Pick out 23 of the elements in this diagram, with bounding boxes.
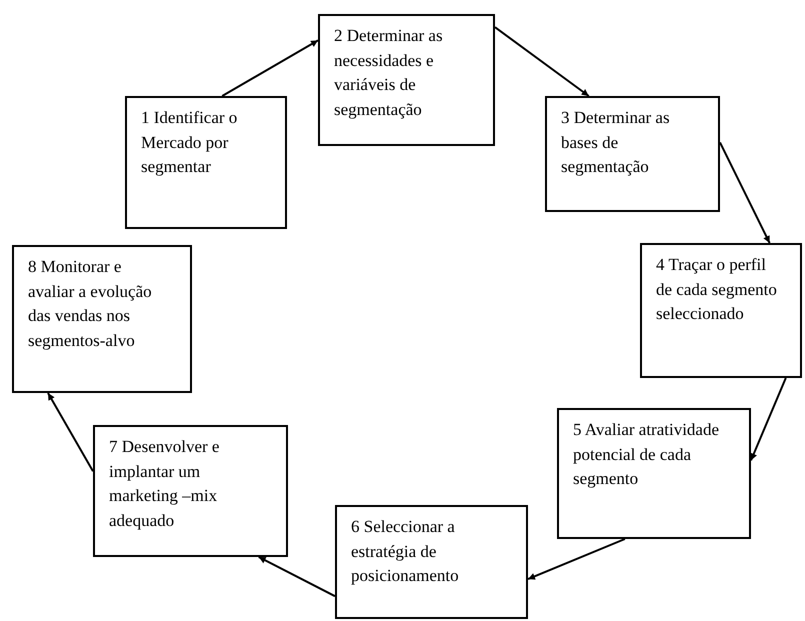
step-text: 7 Desenvolver e implantar um marketing –mix adequado (109, 436, 220, 532)
step-text: 4 Traçar o perfil de cada segmento seleccionado (656, 254, 778, 326)
process-box (557, 408, 751, 539)
process-box (93, 425, 288, 557)
arrow (494, 26, 590, 97)
process-box (335, 505, 528, 619)
step-text: 1 Identificar o Mercado por segmentar (141, 107, 238, 178)
step-text: 2 Determinar as necessidades e variáveis de segmentação (334, 25, 444, 121)
step-text: 8 Monitorar e avaliar a evolução das vendas nos segmentos-alvo (28, 256, 153, 352)
process-box (125, 96, 287, 229)
arrow (528, 538, 626, 580)
arrow (47, 392, 94, 472)
step-text: 6 Seleccionar a estratégia de posicionamento (351, 516, 460, 588)
process-box (640, 243, 802, 378)
arrow (750, 378, 787, 461)
process-box (12, 245, 192, 393)
process-box (318, 14, 495, 146)
arrow (222, 40, 318, 97)
step-text: 3 Determinar as bases de segmentação (561, 107, 671, 178)
step-text: 5 Avaliar atratividade potencial de cada segmento (573, 419, 720, 490)
arrow (719, 142, 770, 244)
process-box (545, 96, 720, 212)
arrow (258, 556, 336, 598)
